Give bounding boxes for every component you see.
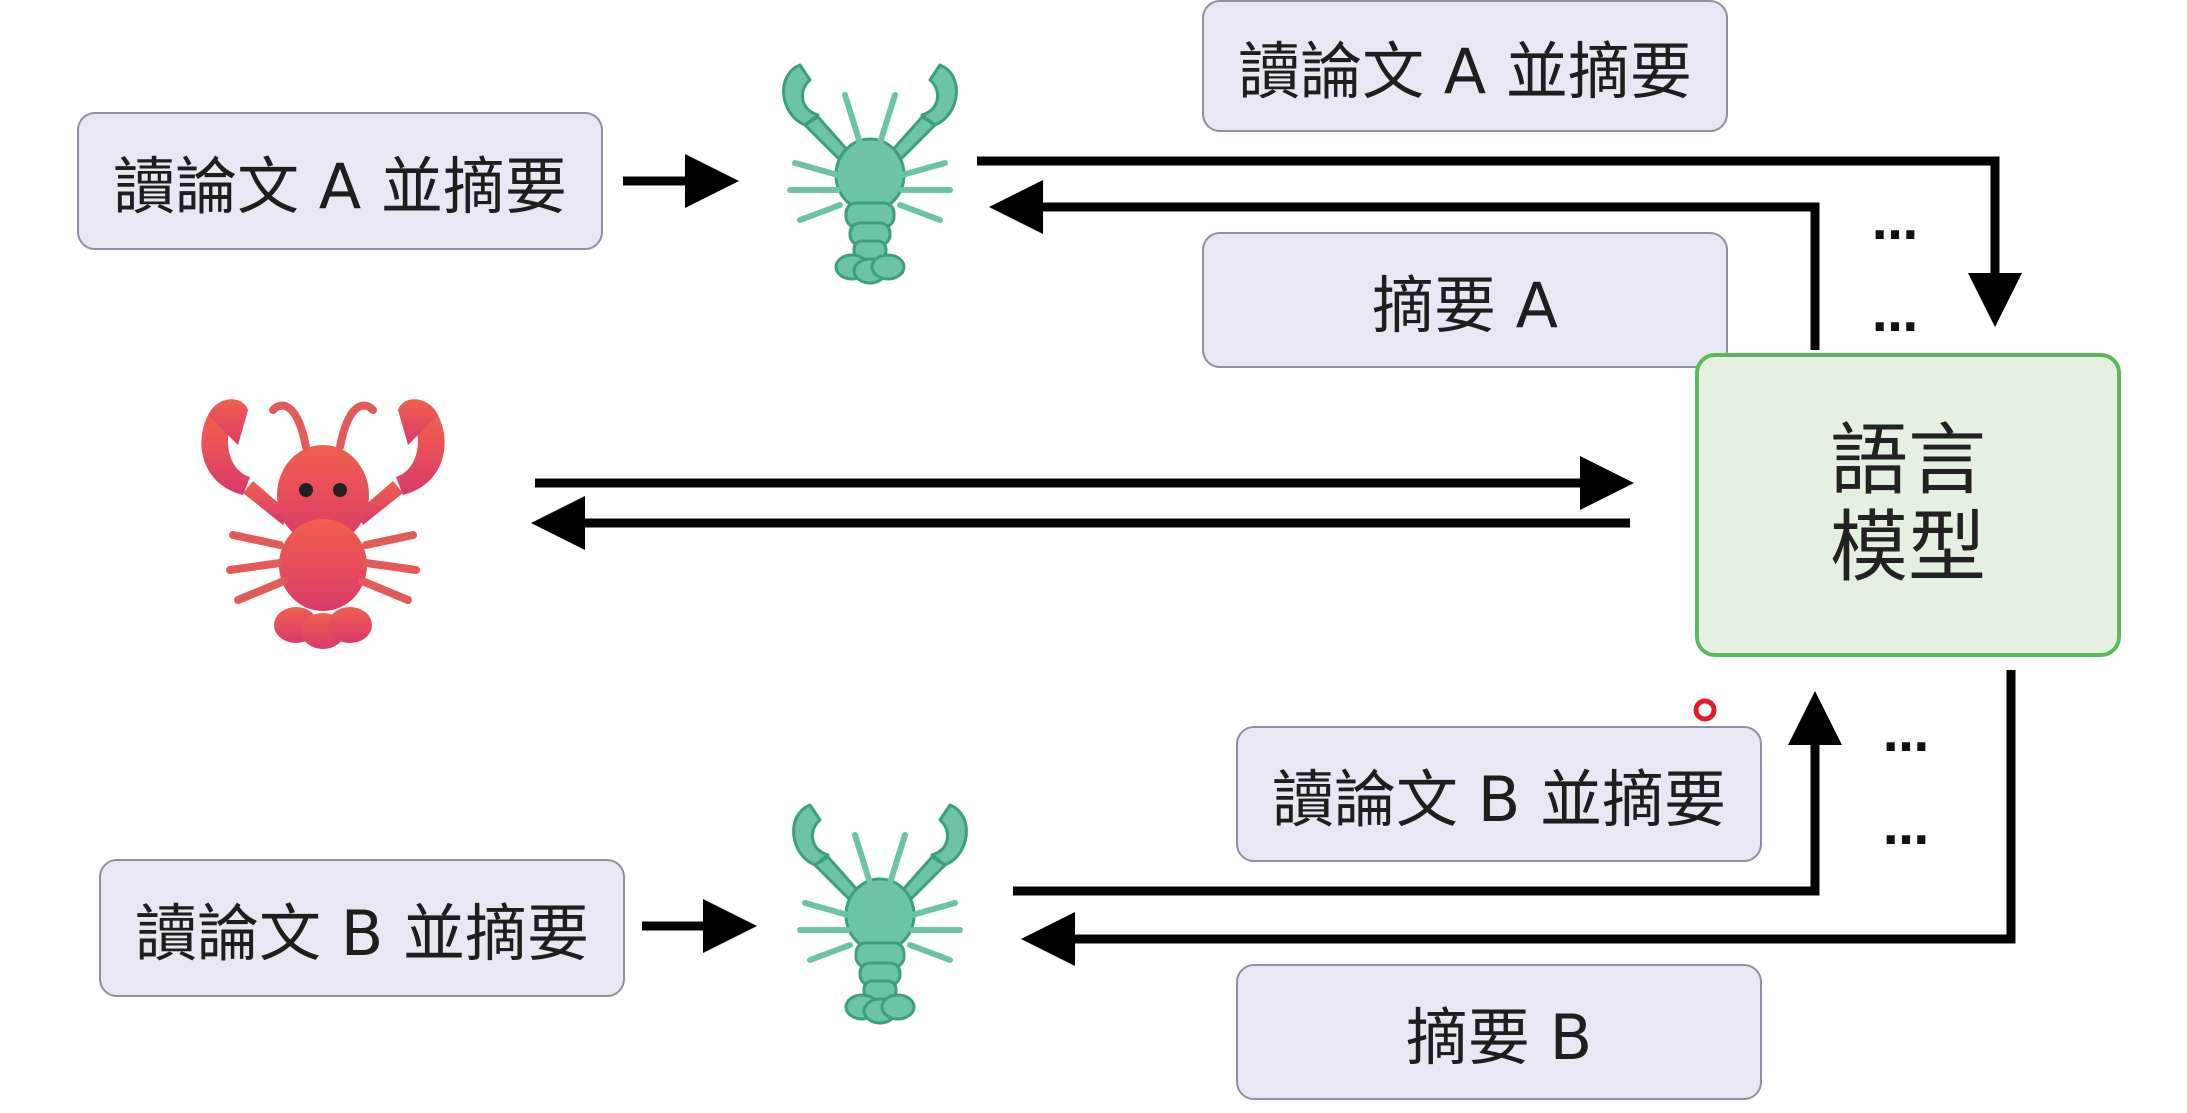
language-model-label-line1: 語言 [1829, 415, 1986, 506]
summary-box-a: 摘要 A [1202, 232, 1728, 368]
ellipsis-top-1: … [1872, 196, 1920, 250]
red-cursor-dot-icon [1693, 698, 1717, 722]
teal-lobster-icon [792, 803, 968, 1025]
arrow-agent-b-to-lm [1013, 691, 1842, 896]
ellipsis-bottom-2: … [1883, 801, 1931, 855]
task-box-b-right: 讀論文 B 並摘要 [1236, 726, 1762, 862]
summary-box-b: 摘要 B [1236, 964, 1762, 1100]
arrow-lm-to-agent-a [989, 180, 1820, 350]
ellipsis-top-2: … [1872, 288, 1920, 342]
arrow-agent-a-to-lm [977, 156, 2022, 327]
task-box-b-left: 讀論文 B 並摘要 [99, 859, 625, 997]
red-lobster-icon [201, 399, 445, 649]
ellipsis-bottom-1: … [1883, 708, 1931, 762]
task-box-a-right: 讀論文 A 並摘要 [1202, 0, 1728, 132]
task-box-a-left: 讀論文 A 並摘要 [77, 112, 603, 250]
teal-lobster-icon [782, 63, 958, 285]
language-model-label-line2: 模型 [1829, 503, 1986, 593]
language-model-box: 語言 模型 [1695, 353, 2121, 657]
arrow-lm-to-agent-b [1021, 670, 2016, 966]
